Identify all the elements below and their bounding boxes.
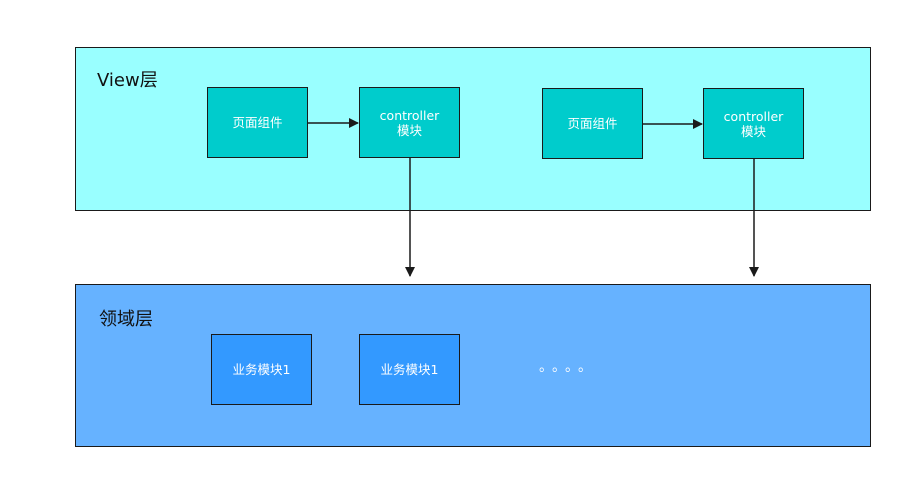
business-module-box-2: 业务模块1 — [359, 334, 460, 405]
controller-label-1-line1: controller — [379, 107, 440, 123]
ellipsis-more: 。。。。 — [539, 359, 598, 375]
controller-box-1: controller 模块 — [359, 87, 460, 158]
business-module-label-2: 业务模块1 — [380, 362, 439, 377]
business-module-box-1: 业务模块1 — [211, 334, 312, 405]
controller-label-2-line2: 模块 — [740, 123, 766, 139]
domain-layer-title: 领域层 — [99, 309, 153, 330]
controller-box-2: controller 模块 — [703, 88, 804, 159]
controller-label-2-line1: controller — [723, 108, 784, 124]
view-layer-title: View层 — [97, 70, 158, 91]
controller-label-1-line2: 模块 — [396, 122, 422, 138]
domain-layer — [75, 284, 871, 447]
business-module-label-1: 业务模块1 — [232, 362, 291, 377]
page-component-label-1: 页面组件 — [232, 115, 283, 130]
page-component-box-2: 页面组件 — [542, 88, 643, 159]
page-component-box-1: 页面组件 — [207, 87, 308, 158]
page-component-label-2: 页面组件 — [567, 116, 618, 131]
